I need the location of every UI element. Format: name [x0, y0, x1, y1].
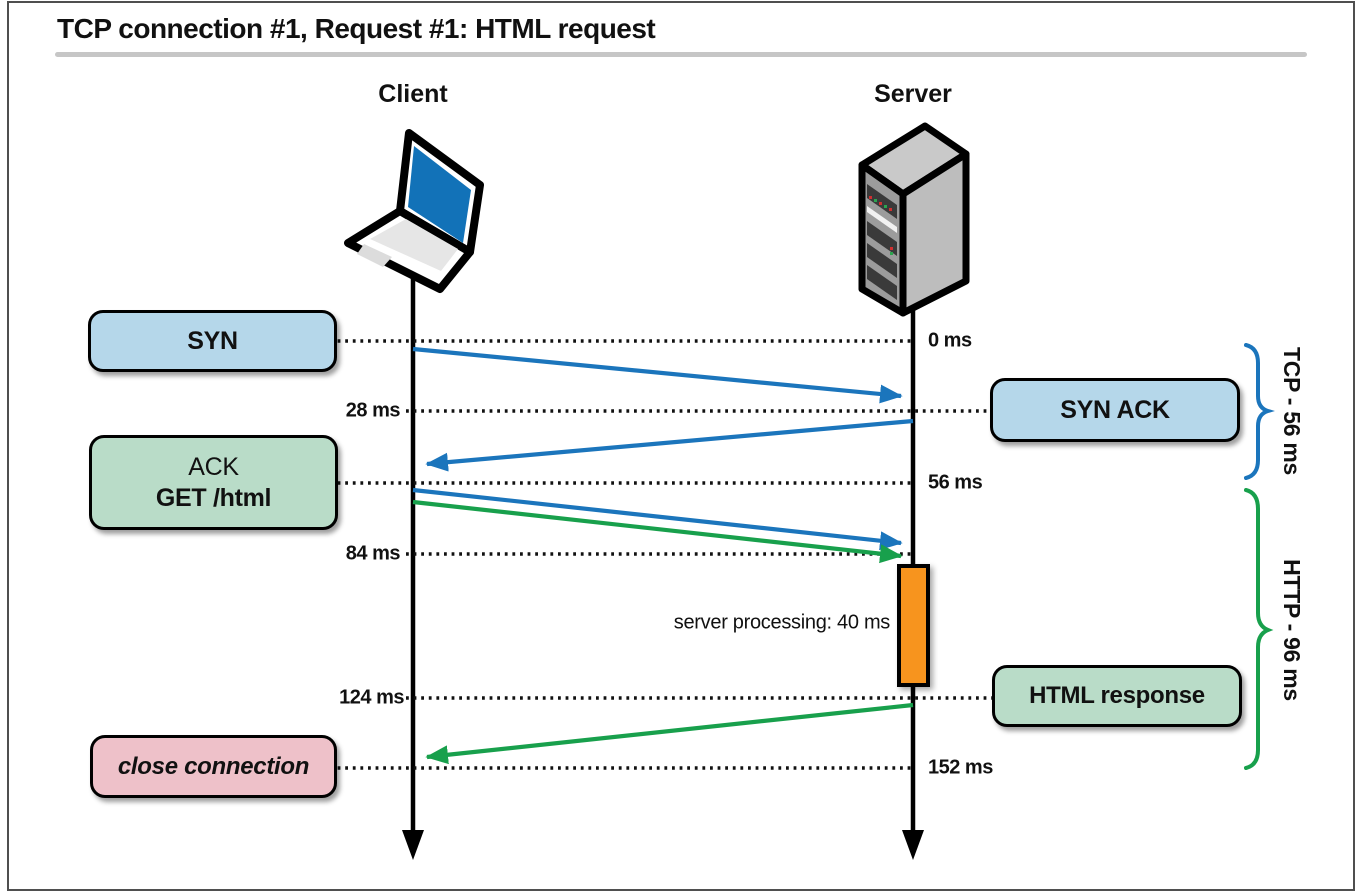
html-response-arrow	[425, 702, 914, 765]
client-timeline	[402, 258, 424, 860]
syn-box: SYN	[88, 310, 337, 372]
get-html-label: GET /html	[155, 483, 272, 512]
http-phase-label: HTTP - 96 ms	[1279, 559, 1305, 701]
get-html-arrow	[412, 499, 903, 564]
title-underline	[55, 52, 1307, 57]
close-connection-label: close connection	[117, 752, 310, 780]
client-label: Client	[378, 80, 448, 108]
tcp-phase-label: TCP - 56 ms	[1279, 347, 1305, 475]
diagram-title: TCP connection #1, Request #1: HTML requ…	[57, 13, 656, 44]
syn-box-label: SYN	[187, 326, 238, 355]
time-label-84ms: 84 ms	[345, 542, 401, 565]
syn-ack-box-label: SYN ACK	[1060, 395, 1170, 424]
figure-border	[7, 1, 1355, 891]
server-label: Server	[874, 80, 952, 108]
ack-arrow	[412, 487, 903, 551]
time-label-124ms: 124 ms	[339, 686, 404, 709]
syn-ack-arrow	[425, 418, 914, 472]
server-processing-block	[897, 564, 930, 687]
time-label-56ms: 56 ms	[928, 471, 983, 494]
syn-arrow	[412, 346, 903, 404]
syn-ack-box: SYN ACK	[990, 378, 1240, 442]
time-label-28ms: 28 ms	[345, 399, 401, 422]
html-response-box-label: HTML response	[1029, 682, 1205, 710]
time-gridlines	[330, 339, 998, 770]
server-led-lights	[869, 196, 892, 211]
tcp-phase-brace	[1244, 343, 1275, 480]
html-response-box: HTML response	[992, 665, 1242, 727]
time-label-0ms: 0 ms	[928, 329, 972, 352]
server-icon	[858, 122, 970, 317]
close-connection-box: close connection	[90, 735, 337, 798]
ack-label: ACK	[188, 453, 239, 481]
server-timeline-arrowhead	[902, 830, 924, 860]
http-phase-brace	[1244, 488, 1274, 770]
time-label-152ms: 152 ms	[928, 756, 993, 779]
server-processing-label: server processing: 40 ms	[673, 611, 891, 634]
laptop-icon	[344, 129, 484, 293]
ack-get-box: ACK GET /html	[89, 435, 338, 530]
client-timeline-arrowhead	[402, 830, 424, 860]
